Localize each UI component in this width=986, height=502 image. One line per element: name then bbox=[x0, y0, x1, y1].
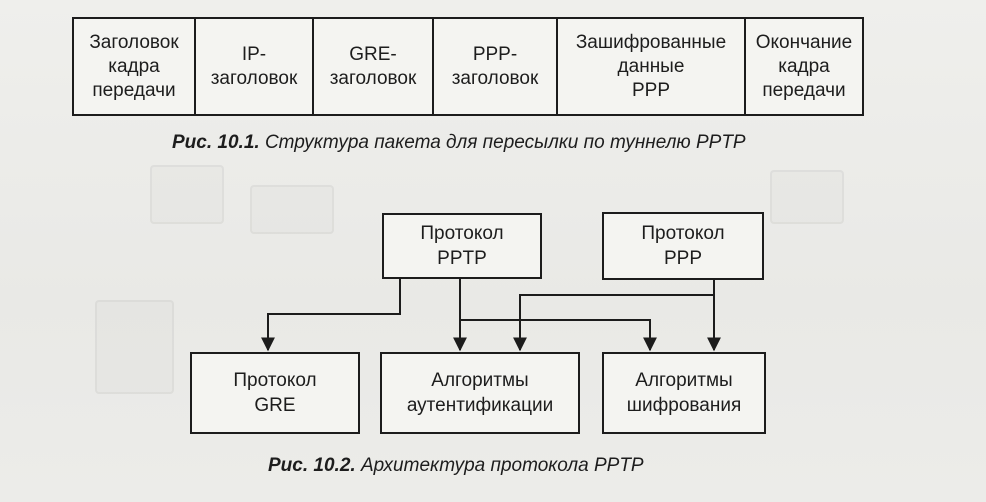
box-ppp-protocol: Протокол PPP bbox=[602, 212, 764, 280]
connector-pptp-gre bbox=[261, 278, 401, 352]
show-through-shadow bbox=[95, 300, 174, 394]
cell-ip-header: IP- заголовок bbox=[196, 19, 314, 114]
caption-number: Рис. 10.2. bbox=[268, 455, 356, 476]
figure-caption-10-2: Рис. 10.2. Архитектура протокола PPTP bbox=[268, 455, 644, 477]
box-gre-protocol: Протокол GRE bbox=[190, 352, 360, 434]
show-through-shadow bbox=[770, 170, 844, 224]
box-encryption-algorithms: Алгоритмы шифрования bbox=[602, 352, 766, 434]
figure-caption-10-1: Рис. 10.1. Структура пакета для пересылк… bbox=[172, 132, 746, 154]
caption-text: Архитектура протокола PPTP bbox=[360, 455, 644, 476]
connector-ppp-auth bbox=[513, 294, 714, 352]
cell-gre-header: GRE- заголовок bbox=[314, 19, 434, 114]
packet-structure-table: Заголовок кадра передачи IP- заголовок G… bbox=[72, 17, 864, 116]
show-through-shadow bbox=[150, 165, 224, 224]
box-authentication-algorithms: Алгоритмы аутентификации bbox=[380, 352, 580, 434]
caption-number: Рис. 10.1. bbox=[172, 132, 260, 153]
box-pptp-protocol: Протокол PPTP bbox=[382, 213, 542, 279]
cell-frame-header: Заголовок кадра передачи bbox=[74, 19, 196, 114]
cell-ppp-header: PPP- заголовок bbox=[434, 19, 558, 114]
caption-text: Структура пакета для пересылки по туннел… bbox=[264, 132, 746, 153]
cell-encrypted-ppp-data: Зашифрованные данные PPP bbox=[558, 19, 746, 114]
show-through-shadow bbox=[250, 185, 334, 234]
cell-frame-trailer: Окончание кадра передачи bbox=[755, 31, 853, 101]
connector-pptp-enc bbox=[460, 319, 657, 352]
